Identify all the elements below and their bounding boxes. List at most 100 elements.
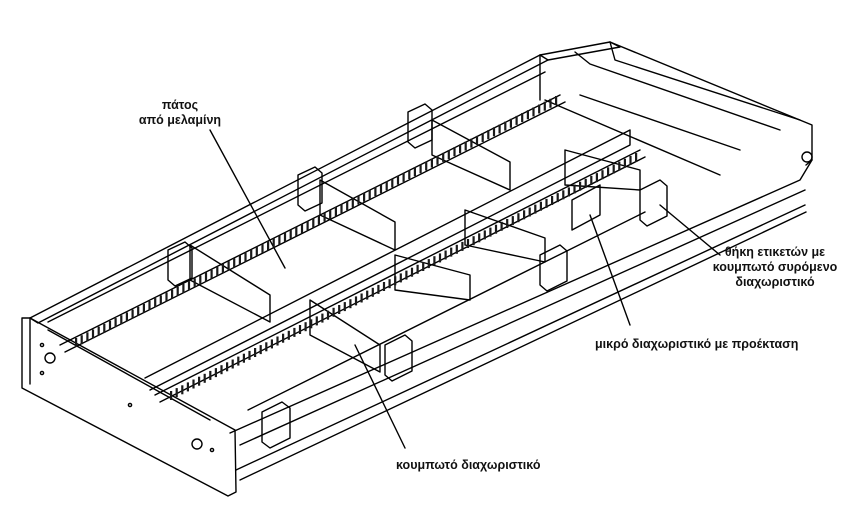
clip-7: [639, 179, 668, 227]
slot-tooth: [539, 201, 542, 211]
slot-tooth: [425, 161, 428, 171]
slot-tooth: [321, 313, 324, 323]
slot-tooth: [326, 310, 330, 320]
slot-tooth: [509, 118, 512, 128]
slot-tooth: [310, 319, 313, 329]
slot-tooth: [193, 278, 196, 288]
panel-hole: [44, 352, 56, 364]
slot-tooth: [192, 379, 195, 389]
slot-tooth: [255, 246, 258, 256]
slot-tooth: [295, 227, 298, 236]
slot-tooth: [366, 290, 369, 300]
slot-tooth: [382, 282, 386, 291]
slot-tooth: [363, 192, 366, 202]
slot-tooth: [181, 385, 184, 395]
slot-tooth: [293, 327, 296, 337]
slot-tooth: [254, 348, 257, 357]
clip-2: [297, 166, 323, 212]
slot-tooth: [278, 235, 281, 245]
slot-tooth: [433, 256, 436, 266]
leader-holder: [659, 204, 721, 256]
slot-tooth: [340, 204, 343, 214]
slot-tooth: [464, 141, 467, 151]
slotted-rail-middle: [154, 149, 641, 396]
slot-tooth: [270, 339, 273, 349]
slot-tooth: [306, 221, 309, 231]
slot-tooth: [534, 204, 537, 214]
slot-tooth: [523, 210, 526, 220]
slot-tooth: [368, 190, 371, 199]
cross-divider-1: [189, 244, 271, 323]
slot-tooth: [357, 195, 360, 205]
slot-tooth: [203, 373, 206, 383]
melamine-base-line1: πάτος: [161, 98, 199, 112]
slot-tooth: [186, 382, 189, 392]
slot-tooth: [494, 224, 498, 234]
slot-tooth: [80, 335, 83, 345]
slot-tooth: [226, 362, 229, 372]
slot-tooth: [618, 161, 621, 171]
slot-tooth: [227, 261, 230, 271]
slot-tooth: [584, 178, 587, 188]
slot-tooth: [562, 190, 565, 200]
slot-tooth: [528, 207, 531, 217]
slot-tooth: [343, 302, 346, 312]
slot-tooth: [231, 359, 234, 369]
slot-tooth: [545, 198, 548, 208]
slot-tooth: [371, 287, 374, 297]
slot-tooth: [379, 184, 383, 194]
slot-tooth: [478, 233, 481, 243]
label-holder-label: θήκη ετικετών με κουμπωτό συρόμενο διαχω…: [700, 245, 850, 290]
clip-1: [167, 241, 193, 287]
slot-tooth: [250, 249, 253, 259]
slot-tooth: [430, 158, 433, 168]
slot-tooth: [338, 305, 341, 314]
slot-tooth: [187, 281, 191, 291]
slot-teeth-back: [75, 96, 558, 347]
slot-tooth: [489, 227, 492, 237]
slot-tooth: [556, 193, 559, 203]
slot-tooth: [405, 270, 408, 280]
slot-tooth: [427, 259, 430, 269]
slot-tooth: [438, 253, 442, 263]
slot-tooth: [204, 272, 208, 282]
slot-tooth: [399, 273, 402, 283]
slot-tooth: [511, 216, 514, 226]
label-holder-line1: θήκη ετικετών με: [724, 245, 826, 259]
slot-tooth: [601, 170, 604, 180]
slot-tooth: [120, 315, 123, 325]
slot-tooth: [334, 207, 337, 216]
slot-tooth: [408, 170, 411, 179]
slot-tooth: [289, 229, 292, 239]
slot-tooth: [377, 284, 380, 294]
slot-tooth: [416, 264, 419, 274]
slot-tooth: [567, 187, 570, 197]
slot-tooth: [422, 262, 425, 271]
slot-tooth: [385, 181, 388, 191]
cross-divider-3: [431, 119, 511, 191]
melamine-base-line2: από μελαμίνη: [138, 113, 222, 127]
slot-tooth: [475, 135, 479, 145]
slot-tooth: [487, 130, 490, 140]
slot-tooth: [300, 224, 304, 234]
slot-tooth: [312, 218, 315, 228]
slot-tooth: [304, 322, 307, 332]
slot-tooth: [515, 115, 518, 125]
rear-frame: [539, 41, 801, 121]
slot-tooth: [450, 247, 453, 257]
slot-tooth: [220, 365, 223, 375]
slot-tooth: [483, 230, 486, 240]
slot-tooth: [419, 164, 422, 174]
slot-tooth: [137, 306, 140, 316]
slot-tooth: [551, 196, 554, 205]
slot-tooth: [573, 184, 576, 194]
slot-tooth: [532, 107, 535, 117]
slot-tooth: [612, 164, 615, 174]
slot-tooth: [436, 155, 439, 165]
clip-5: [384, 334, 413, 382]
slot-tooth: [221, 264, 224, 273]
slot-tooth: [391, 178, 394, 188]
slot-tooth: [171, 289, 174, 299]
slot-tooth: [543, 101, 546, 111]
slot-tooth: [298, 325, 302, 334]
